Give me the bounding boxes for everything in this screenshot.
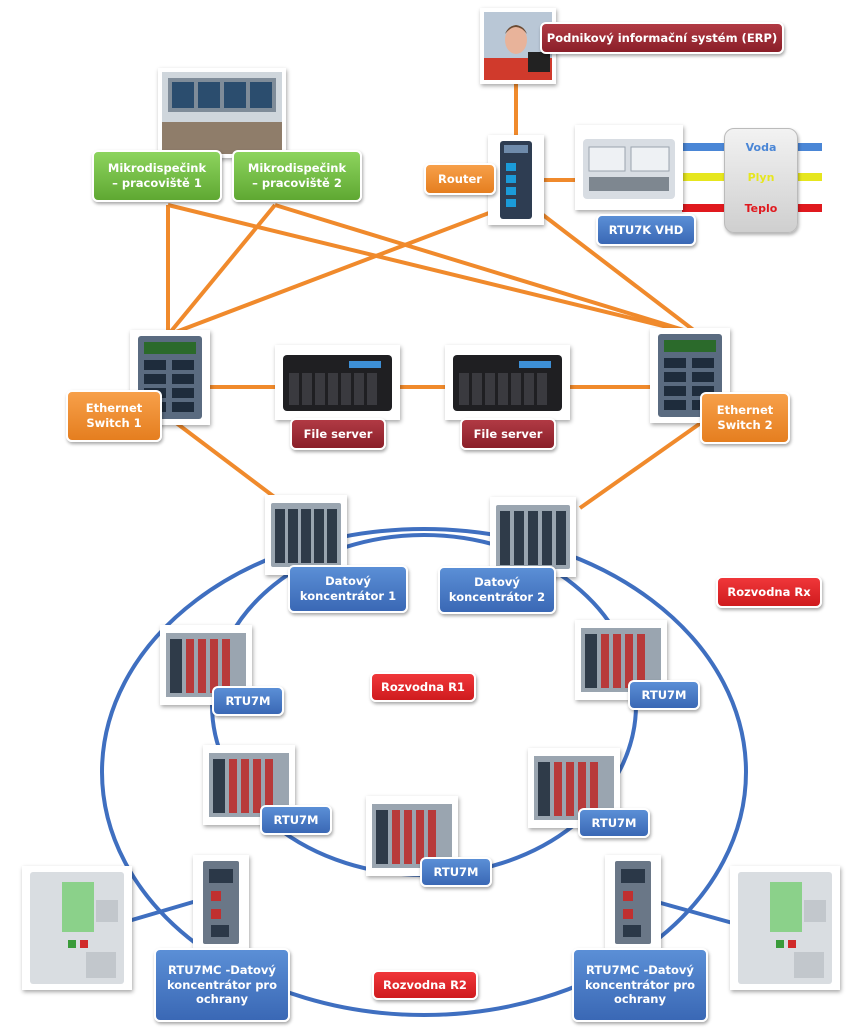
switch-2-label: Ethernet Switch 2 xyxy=(700,392,790,444)
mikrodispecink-2-label: Mikrodispečink – pracoviště 2 xyxy=(232,150,362,202)
rtu7mc-left-device xyxy=(193,855,249,950)
rack-icon xyxy=(271,503,341,567)
link-router-switch2 xyxy=(528,203,702,337)
rtu7m-rack-icon xyxy=(372,804,452,868)
rozvodna-r1-label: Rozvodna R1 xyxy=(370,672,476,702)
rack-icon xyxy=(496,505,570,569)
rtu7k-label: RTU7K VHD xyxy=(596,214,696,246)
rozvodna-rx-label: Rozvodna Rx xyxy=(716,576,822,608)
file-server-1-label: File server xyxy=(290,418,386,450)
router-label: Router xyxy=(424,163,496,195)
link-mikro1-switch2 xyxy=(167,203,701,337)
link-switch1-dk1 xyxy=(173,420,287,507)
rtu7m-5-label: RTU7M xyxy=(420,857,492,887)
erp-label: Podnikový informační systém (ERP) xyxy=(540,22,784,54)
datovy-koncentrator-2-device xyxy=(490,497,576,577)
rtu7m-3-label: RTU7M xyxy=(260,805,332,835)
ring-rozvodna-r2 xyxy=(100,527,748,1017)
mikrodispecink-1-label: Mikrodispečink – pracoviště 1 xyxy=(92,150,222,202)
rtu7m-1-label: RTU7M xyxy=(212,686,284,716)
rtu7m-4-label: RTU7M xyxy=(578,808,650,838)
rtu7mc-right-device xyxy=(605,855,661,950)
file-server-2-device xyxy=(445,345,570,420)
rtu7m-2-label: RTU7M xyxy=(628,680,700,710)
router-icon xyxy=(500,141,532,219)
datovy-koncentrator-2-label: Datový koncentrátor 2 xyxy=(438,566,556,614)
utility-voda: Voda xyxy=(745,141,777,154)
file-server-2-label: File server xyxy=(460,418,556,450)
ethernet-links xyxy=(166,55,707,510)
rtu7k-device xyxy=(575,125,683,210)
utility-box: Voda Plyn Teplo xyxy=(724,128,798,233)
protection-relay-left xyxy=(22,866,132,990)
field-rings xyxy=(29,527,831,1017)
router-device xyxy=(488,135,544,225)
link-router-switch1 xyxy=(167,203,511,337)
file-server-1-device xyxy=(275,345,400,420)
datovy-koncentrator-1-label: Datový koncentrátor 1 xyxy=(288,565,408,613)
nas-icon xyxy=(283,355,392,411)
switch-1-label: Ethernet Switch 1 xyxy=(66,390,162,442)
rtu7k-icon xyxy=(583,139,675,199)
utility-plyn: Plyn xyxy=(747,171,775,184)
nas-icon xyxy=(453,355,562,411)
rtu7mc-icon xyxy=(203,861,239,944)
link-switch2-dk2 xyxy=(578,418,707,510)
datovy-koncentrator-1-device xyxy=(265,495,347,575)
control-room-icon xyxy=(162,72,282,154)
control-room-photo xyxy=(158,68,286,158)
relay-icon xyxy=(738,872,832,984)
utility-teplo: Teplo xyxy=(744,202,778,215)
rtu7m-4-device xyxy=(528,748,620,828)
rtu7mc-left-label: RTU7MC -Datový koncentrátor pro ochrany xyxy=(154,948,290,1022)
link-mikro2-switch2 xyxy=(274,203,701,337)
protection-relay-right xyxy=(730,866,840,990)
rozvodna-r2-label: Rozvodna R2 xyxy=(372,970,478,1000)
rtu7mc-icon xyxy=(615,861,651,944)
relay-icon xyxy=(30,872,124,984)
rtu7mc-right-label: RTU7MC -Datový koncentrátor pro ochrany xyxy=(572,948,708,1022)
